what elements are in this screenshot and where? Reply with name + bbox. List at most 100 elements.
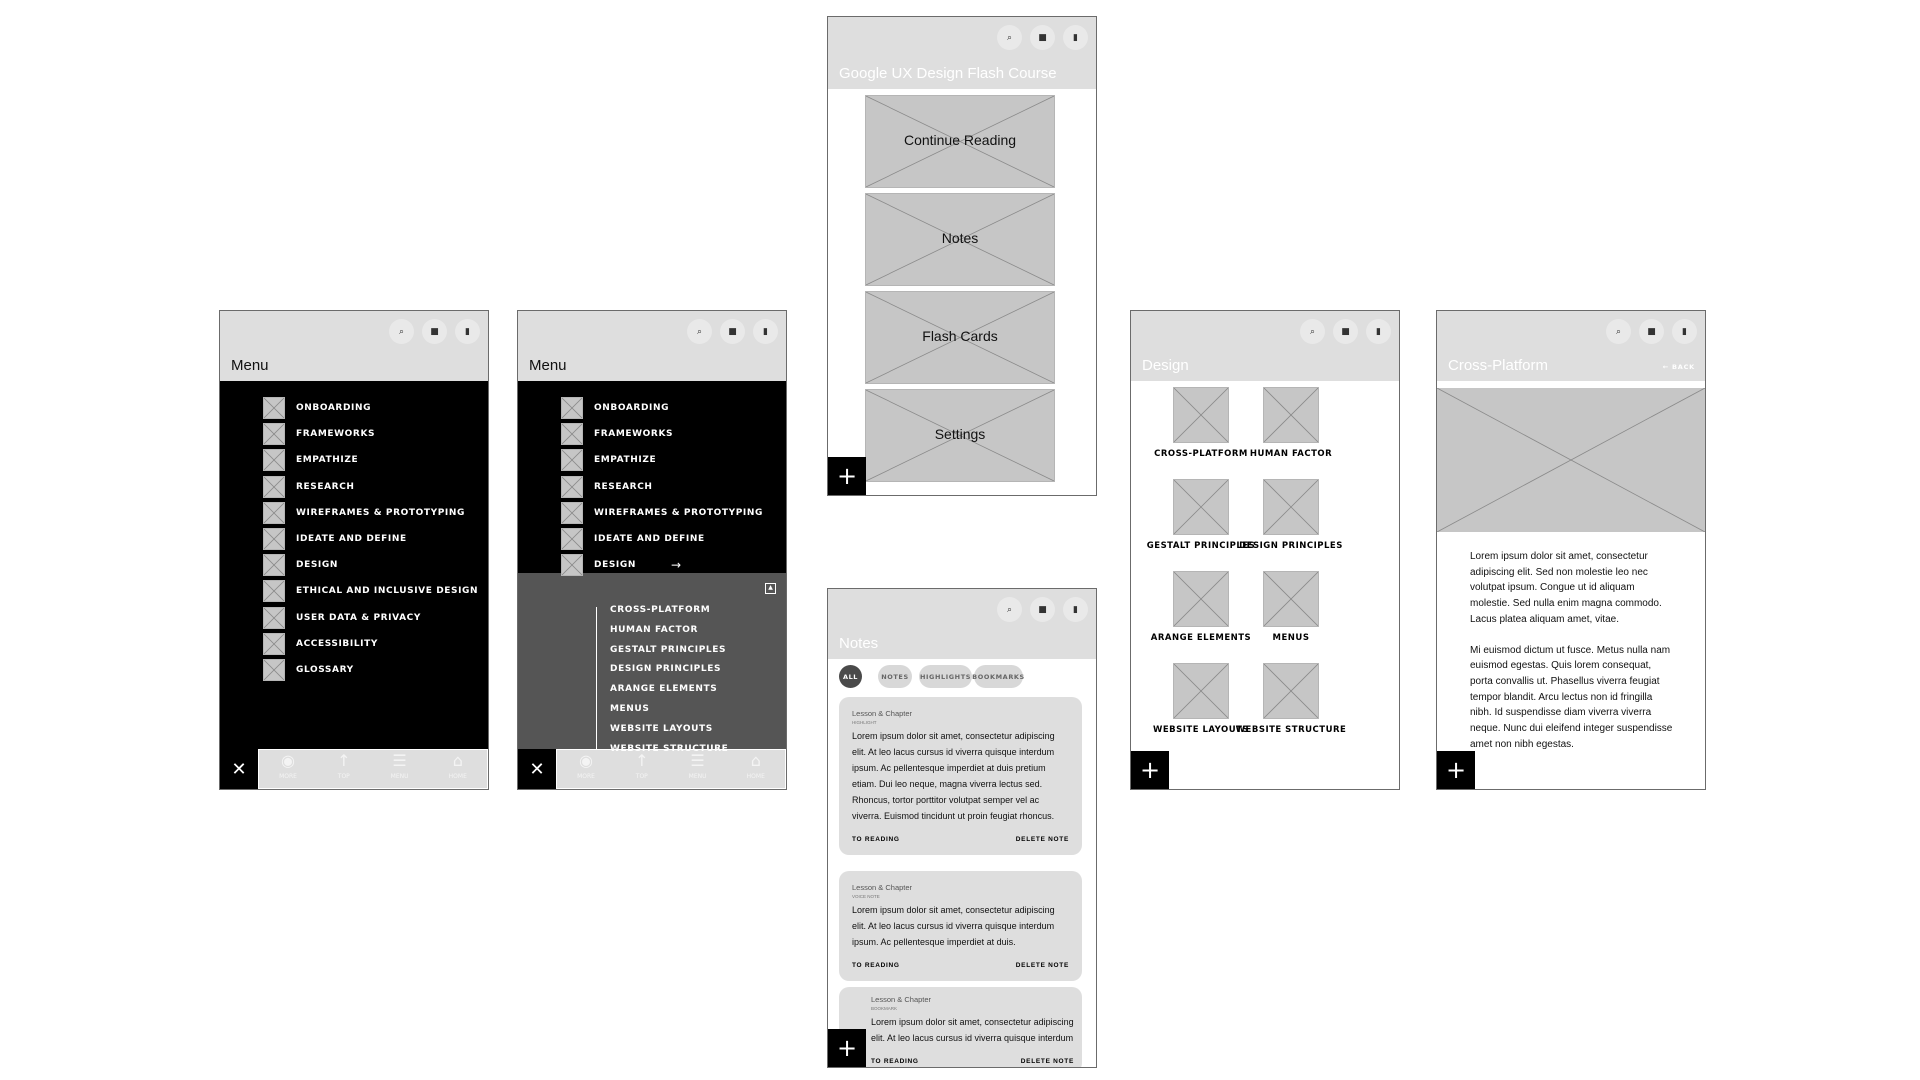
menu-item[interactable]: WIREFRAMES & PROTOTYPING [561, 501, 762, 524]
app-header: ⌕■▮Cross-Platform ← BACK [1437, 311, 1705, 381]
menu-item[interactable]: EMPATHIZE [561, 449, 656, 472]
delete-note-button[interactable]: DELETE NOTE [1020, 1058, 1074, 1065]
thumbnail-placeholder [263, 632, 285, 655]
bookmark-button[interactable]: ▮ [455, 319, 480, 344]
menu-item[interactable]: ONBOARDING [263, 397, 370, 419]
submenu-item[interactable]: DESIGN PRINCIPLES [610, 664, 722, 675]
nav-top[interactable]: ↑TOP [337, 753, 350, 785]
menu-list: ▲ ONBOARDING FRAMEWORKS EMPATHIZE RESEARCH W… [518, 381, 786, 773]
search-button[interactable]: ⌕ [687, 319, 712, 344]
bookmark-button[interactable]: ▮ [1063, 597, 1088, 622]
filter-chip-all[interactable]: ALL [839, 665, 862, 688]
design-topic[interactable]: DESIGN PRINCIPLES [1231, 479, 1351, 551]
menu-item[interactable]: RESEARCH [263, 475, 354, 498]
nav-menu[interactable]: ☰ MENU [391, 753, 409, 785]
search-button[interactable]: ⌕ [389, 319, 414, 344]
notes-button[interactable]: ■ [1333, 319, 1358, 344]
menu-item-label: RESEARCH [296, 481, 355, 492]
to-reading-button[interactable]: TO READING [871, 1058, 919, 1065]
notes-button[interactable]: ■ [1030, 597, 1055, 622]
nav-more[interactable]: ◉MORE [577, 753, 595, 785]
add-button[interactable]: + [828, 457, 866, 495]
submenu-item[interactable]: HUMAN FACTOR [610, 624, 699, 635]
home-card-continue-reading[interactable]: Continue Reading [865, 95, 1055, 188]
add-button[interactable]: + [828, 1029, 866, 1067]
nav-label: MENU [390, 773, 409, 780]
to-reading-button[interactable]: TO READING [852, 836, 900, 843]
add-button[interactable]: + [1131, 751, 1169, 789]
menu-item[interactable]: ETHICAL AND INCLUSIVE DESIGN [263, 580, 478, 603]
nav-top[interactable]: ↑TOP [635, 753, 648, 785]
menu-item[interactable]: USER DATA & PRIVACY [263, 606, 420, 629]
notes-button[interactable]: ■ [1639, 319, 1664, 344]
submenu-item[interactable]: WEBSITE STRUCTURE [610, 743, 729, 754]
bottom-bar: ✕ ◉MORE ↑TOP ☰MENU ⌂HOME [518, 749, 786, 789]
nav-menu[interactable]: ☰MENU [689, 753, 707, 785]
menu-item[interactable]: ONBOARDING [561, 397, 668, 419]
notes-button[interactable]: ■ [1030, 25, 1055, 50]
menu-item[interactable]: RESEARCH [561, 475, 652, 498]
menu-item[interactable]: DESIGN→ [561, 554, 681, 577]
bookmark-button[interactable]: ▮ [1366, 319, 1391, 344]
menu-item[interactable]: IDEATE AND DEFINE [263, 528, 406, 550]
menu-item[interactable]: GLOSSARY [263, 659, 353, 681]
menu-item-label: IDEATE AND DEFINE [296, 534, 407, 544]
submenu-item[interactable]: ARANGE ELEMENTS [610, 684, 718, 695]
close-button[interactable]: ✕ [231, 758, 247, 780]
nav-home[interactable]: ⌂HOME [747, 753, 765, 785]
close-button[interactable]: ✕ [529, 758, 545, 780]
filter-chip-notes[interactable]: NOTES [878, 665, 912, 688]
design-topic[interactable]: WEBSITE LAYOUTS [1141, 663, 1261, 735]
home-card-flash-cards[interactable]: Flash Cards [865, 291, 1055, 384]
submenu-item[interactable]: MENUS [610, 704, 650, 714]
menu-item[interactable]: EMPATHIZE [263, 449, 358, 472]
menu-item[interactable]: ACCESSIBILITY [263, 632, 377, 655]
design-topic[interactable]: GESTALT PRINCIPLES [1141, 479, 1261, 551]
menu-item[interactable]: FRAMEWORKS [263, 423, 375, 446]
delete-note-button[interactable]: DELETE NOTE [1015, 836, 1069, 843]
menu-item[interactable]: DESIGN [263, 554, 337, 577]
design-topic[interactable]: CROSS-PLATFORM [1141, 387, 1261, 459]
search-button[interactable]: ⌕ [997, 25, 1022, 50]
add-button[interactable]: + [1437, 751, 1475, 789]
more-icon: ◉ [579, 751, 593, 770]
menu-item[interactable]: WIREFRAMES & PROTOTYPING [263, 501, 464, 524]
notes-button[interactable]: ■ [720, 319, 745, 344]
bookmark-icon: ▮ [1682, 326, 1687, 337]
nav-more[interactable]: ◉MORE [279, 753, 297, 785]
search-button[interactable]: ⌕ [997, 597, 1022, 622]
menu-icon: ☰ [392, 751, 407, 770]
topic-label: HUMAN FACTOR [1249, 449, 1333, 459]
card-label: Flash Cards [922, 328, 998, 344]
design-topic[interactable]: HUMAN FACTOR [1231, 387, 1351, 459]
bookmark-button[interactable]: ▮ [1672, 319, 1697, 344]
thumbnail-placeholder [1263, 571, 1319, 627]
submenu-item[interactable]: WEBSITE LAYOUTS [610, 723, 713, 734]
filter-chip-bookmarks[interactable]: BOOKMARKS [972, 665, 1024, 688]
design-topic[interactable]: MENUS [1231, 571, 1351, 643]
design-topic[interactable]: ARANGE ELEMENTS [1141, 571, 1261, 643]
home-card-settings[interactable]: Settings [865, 389, 1055, 482]
menu-item[interactable]: FRAMEWORKS [561, 423, 673, 446]
search-button[interactable]: ⌕ [1606, 319, 1631, 344]
menu-item[interactable]: IDEATE AND DEFINE [561, 528, 704, 550]
filter-chip-highlights[interactable]: HIGHLIGHTS [919, 665, 972, 688]
submenu-item[interactable]: GESTALT PRINCIPLES [610, 644, 727, 655]
topic-label: DESIGN PRINCIPLES [1239, 541, 1343, 551]
bookmark-button[interactable]: ▮ [753, 319, 778, 344]
submenu-item[interactable]: CROSS-PLATFORM [610, 605, 711, 615]
nav-home[interactable]: ⌂HOME [449, 753, 467, 785]
back-link[interactable]: ← BACK [1662, 363, 1695, 371]
home-card-notes[interactable]: Notes [865, 193, 1055, 286]
search-button[interactable]: ⌕ [1300, 319, 1325, 344]
home-screen: ⌕■▮Google UX Design Flash Course + Conti… [827, 16, 1097, 496]
notes-button[interactable]: ■ [422, 319, 447, 344]
to-reading-button[interactable]: TO READING [852, 962, 900, 969]
article-paragraph: Mi euismod dictum ut fusce. Metus nulla … [1470, 644, 1673, 750]
thumbnail-placeholder [263, 423, 285, 446]
delete-note-button[interactable]: DELETE NOTE [1015, 962, 1069, 969]
collapse-icon[interactable]: ▲ [765, 583, 776, 594]
design-topic[interactable]: WEBSITE STRUCTURE [1231, 663, 1351, 735]
bookmark-button[interactable]: ▮ [1063, 25, 1088, 50]
